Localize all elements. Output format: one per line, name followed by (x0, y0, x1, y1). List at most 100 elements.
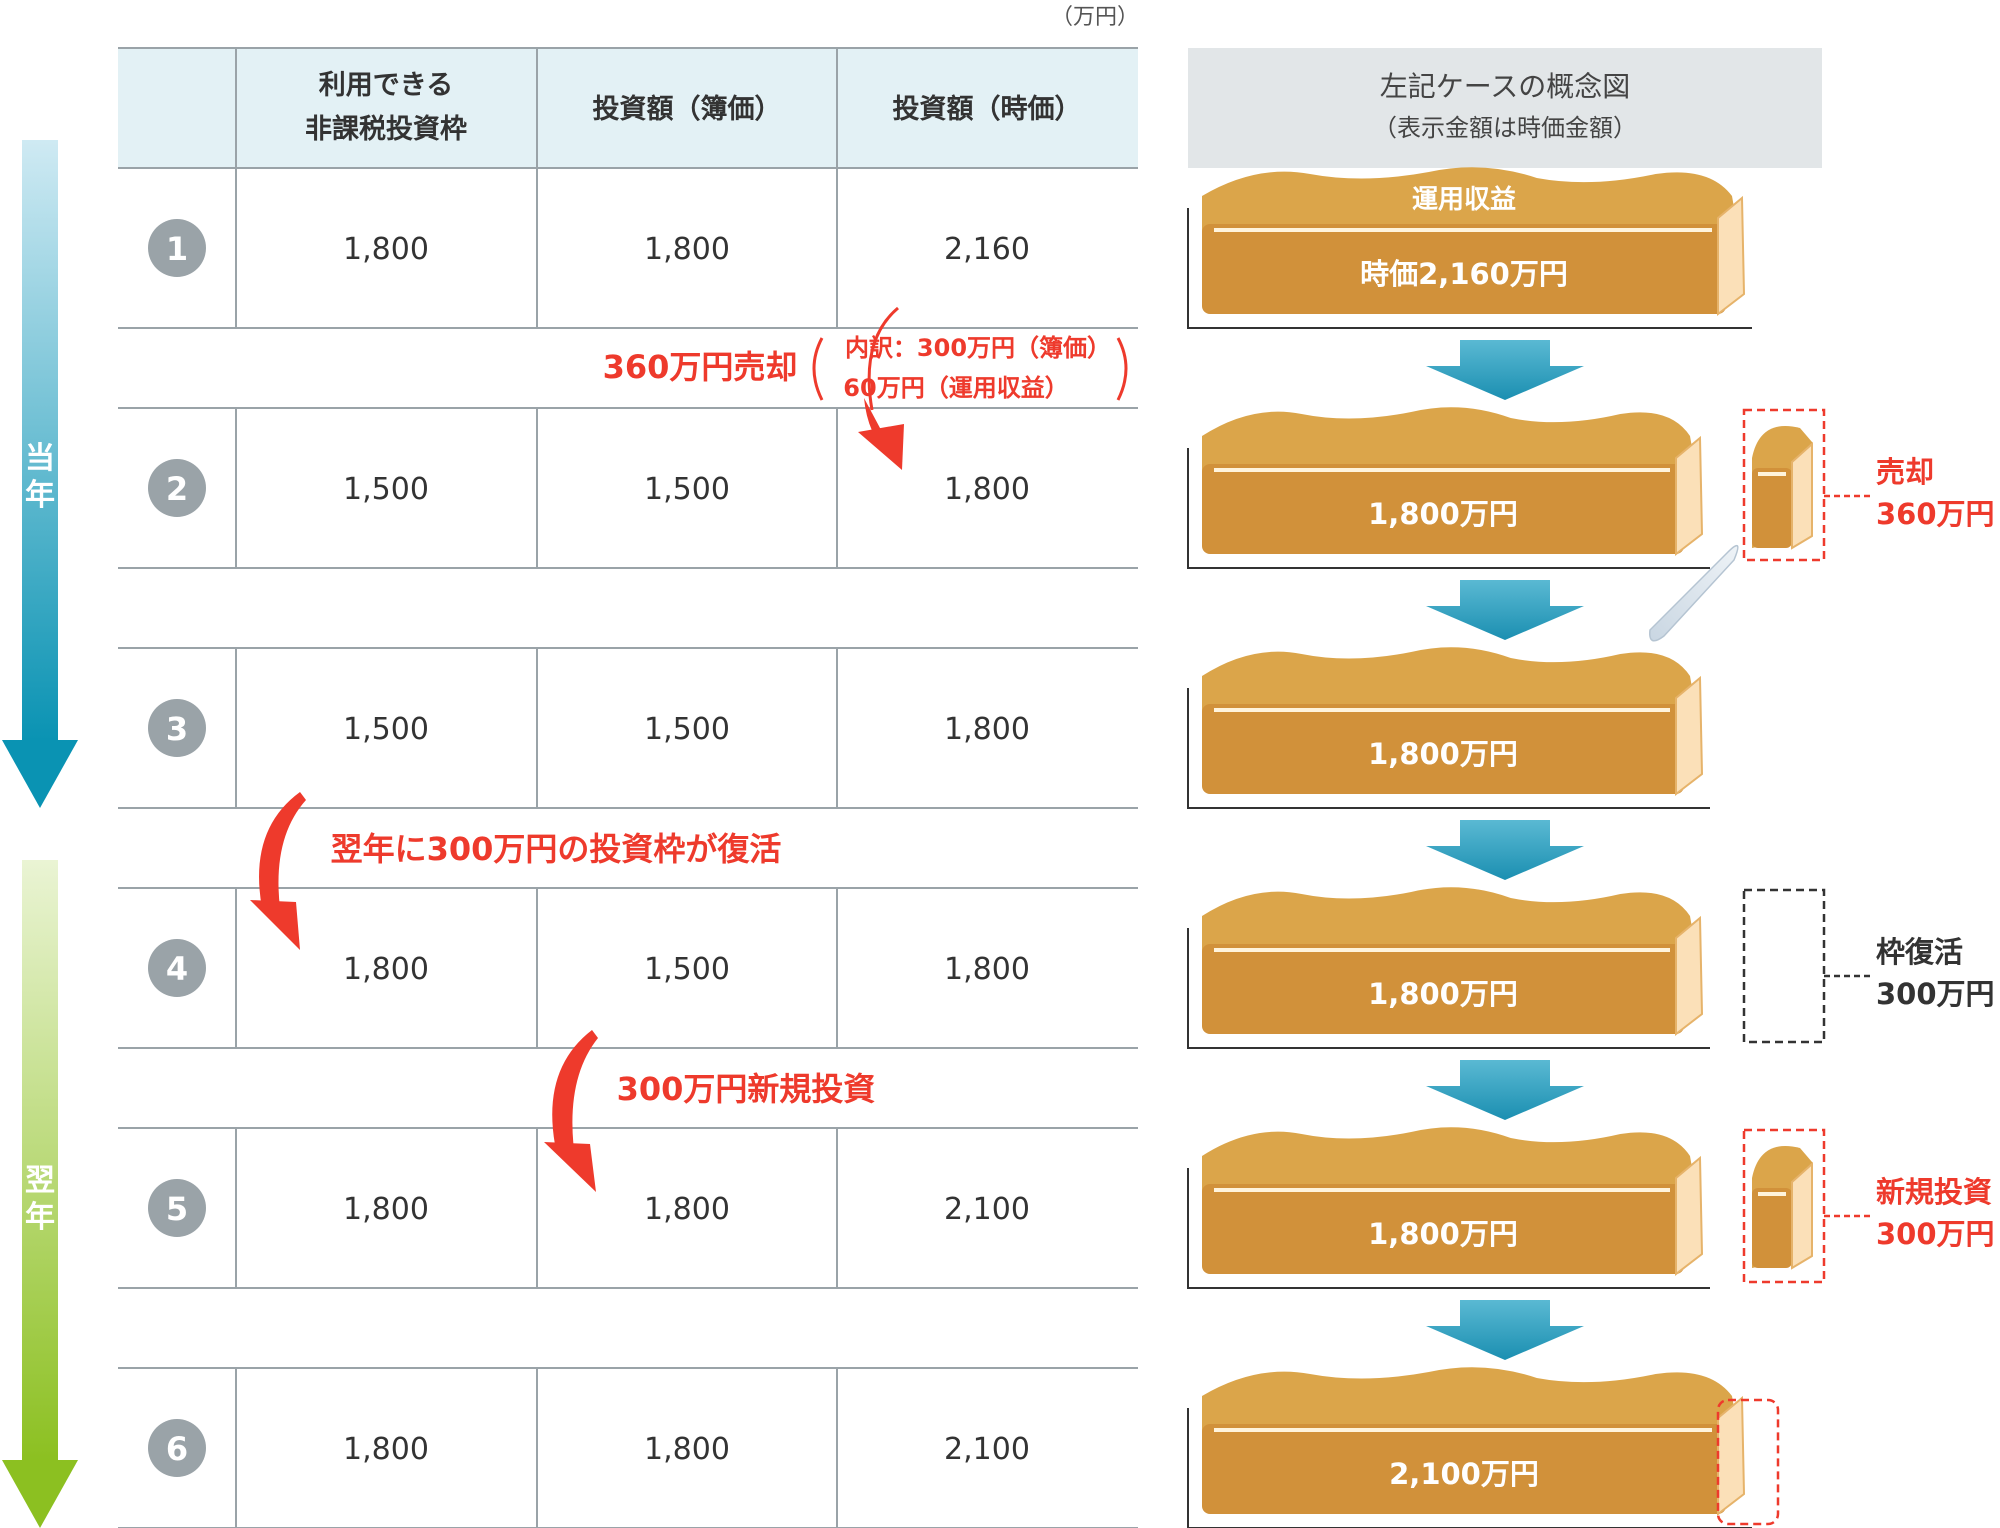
slice-end (1791, 1161, 1813, 1270)
book-value-cell: 1,800 (644, 232, 730, 267)
bread-loaves: 時価2,160万円 運用収益 1,800万円 1,800万円 1,800万円 1,800万… (1187, 167, 1813, 1528)
sale-arrow-tail (867, 306, 899, 411)
sale-dashed-box (1742, 408, 1826, 562)
side-new: 新規投資 300万円 (1742, 1128, 1995, 1284)
book-value-cell: 1,500 (644, 712, 730, 747)
bread-label: 1,800万円 (1368, 497, 1518, 531)
sale-arrow-head (858, 424, 904, 470)
bread-body (1202, 1424, 1726, 1514)
book-value-cell: 1,500 (644, 472, 730, 507)
row-number: 2 (166, 470, 188, 508)
bread-baseline (1187, 1408, 1752, 1528)
side-new-label: 新規投資 (1876, 1175, 1992, 1209)
bread-body (1202, 704, 1684, 794)
slice-body (1752, 468, 1792, 548)
bread-label: 1,800万円 (1368, 1217, 1518, 1251)
bread-top-label: 運用収益 (1412, 185, 1516, 215)
breakdown-gain: 60万円（運用収益） (843, 374, 1068, 402)
timeline-current-year: 当 年 (2, 140, 78, 808)
market-value-cell: 1,800 (944, 472, 1030, 507)
quota-cell: 1,800 (343, 1192, 429, 1227)
knife-icon (1649, 544, 1739, 642)
current-year-char-2: 年 (25, 478, 55, 513)
flow-down-arrow (1426, 340, 1584, 400)
new-slice (1752, 1146, 1813, 1270)
bread-loaf: 1,800万円 (1187, 887, 1710, 1049)
revival-dashed-box (1742, 888, 1826, 1044)
book-value-cell: 1,500 (644, 952, 730, 987)
new-dashed-box (1742, 1128, 1826, 1284)
bread-end-slice (1675, 675, 1704, 797)
bread-end-slice (1675, 435, 1704, 557)
side-sale-amount: 360万円 (1876, 497, 1995, 531)
bread-baseline (1187, 208, 1752, 329)
bread-loaf: 1,800万円 (1187, 647, 1710, 809)
table-grid (118, 47, 1138, 1528)
bread-label: 時価2,160万円 (1360, 257, 1568, 291)
side-sale-label: 売却 (1876, 455, 1934, 489)
quota-cell: 1,800 (343, 1432, 429, 1467)
row-number-badge (148, 219, 206, 277)
bread-baseline (1187, 1168, 1710, 1289)
table-row: 2 1,500 1,500 1,800 (148, 459, 1030, 517)
breakdown-paren-right (1116, 337, 1128, 401)
current-year-char-1: 当 (25, 441, 55, 476)
row-number-badge (148, 1419, 206, 1477)
new-invest-label: 300万円新規投資 (617, 1070, 876, 1108)
revival-label: 翌年に300万円の投資枠が復活 (331, 830, 782, 868)
bread-end-slice (1717, 195, 1746, 317)
growth-dashed-box (1716, 1398, 1780, 1526)
flow-down-arrow (1426, 1300, 1584, 1360)
market-value-cell: 1,800 (944, 952, 1030, 987)
header-quota-line1: 利用できる (319, 70, 453, 101)
side-revival: 枠復活 300万円 (1742, 888, 1995, 1044)
concept-header-title: 左記ケースの概念図 (1380, 70, 1631, 103)
bread-loaf: 2,100万円 (1187, 1367, 1752, 1528)
side-sale: 売却 360万円 (1742, 408, 1995, 562)
concept-diagram: 左記ケースの概念図 （表示金額は時価金額） 時価2,160万円 運用収益 1,800… (1187, 48, 1995, 1528)
row-number: 1 (166, 230, 188, 268)
revival-arrow-head (250, 900, 300, 950)
market-value-cell: 2,160 (944, 232, 1030, 267)
flow-down-arrow (1426, 1060, 1584, 1120)
bread-body (1202, 224, 1726, 314)
row-number: 6 (166, 1430, 188, 1468)
side-revival-label: 枠復活 (1876, 935, 1963, 969)
bread-loaf: 1,800万円 (1187, 407, 1710, 569)
row-number-badge (148, 1179, 206, 1237)
slice-end (1791, 441, 1813, 550)
book-value-cell: 1,800 (644, 1192, 730, 1227)
annotation-new-investment: 300万円新規投資 (544, 1030, 875, 1192)
bread-body (1202, 464, 1684, 554)
concept-header-bg (1188, 48, 1822, 168)
sale-slice (1752, 426, 1813, 550)
book-value-cell: 1,800 (644, 1432, 730, 1467)
row-number: 5 (166, 1190, 188, 1228)
breakdown-book: 内訳：300万円（簿価） (845, 334, 1111, 362)
bread-baseline (1187, 448, 1710, 569)
header-market-value: 投資額（時価） (893, 94, 1082, 125)
row-number: 4 (166, 950, 188, 988)
concept-header-note: （表示金額は時価金額） (1373, 114, 1637, 142)
next-year-char-1: 翌 (25, 1163, 55, 1198)
bread-label: 1,800万円 (1368, 977, 1518, 1011)
quota-cell: 1,800 (343, 232, 429, 267)
revival-arrow-body (259, 792, 306, 908)
bread-label: 2,100万円 (1389, 1457, 1539, 1491)
row-number-badge (148, 699, 206, 757)
row-number: 3 (166, 710, 188, 748)
row-number-badge (148, 459, 206, 517)
new-invest-arrow-body (552, 1030, 598, 1150)
bread-label: 1,800万円 (1368, 737, 1518, 771)
quota-cell: 1,500 (343, 472, 429, 507)
bread-body (1202, 944, 1684, 1034)
table-row: 1 1,800 1,800 2,160 (148, 219, 1030, 277)
breakdown-paren-left (812, 337, 824, 401)
table-header-bg (118, 48, 1138, 168)
flow-down-arrow (1426, 820, 1584, 880)
